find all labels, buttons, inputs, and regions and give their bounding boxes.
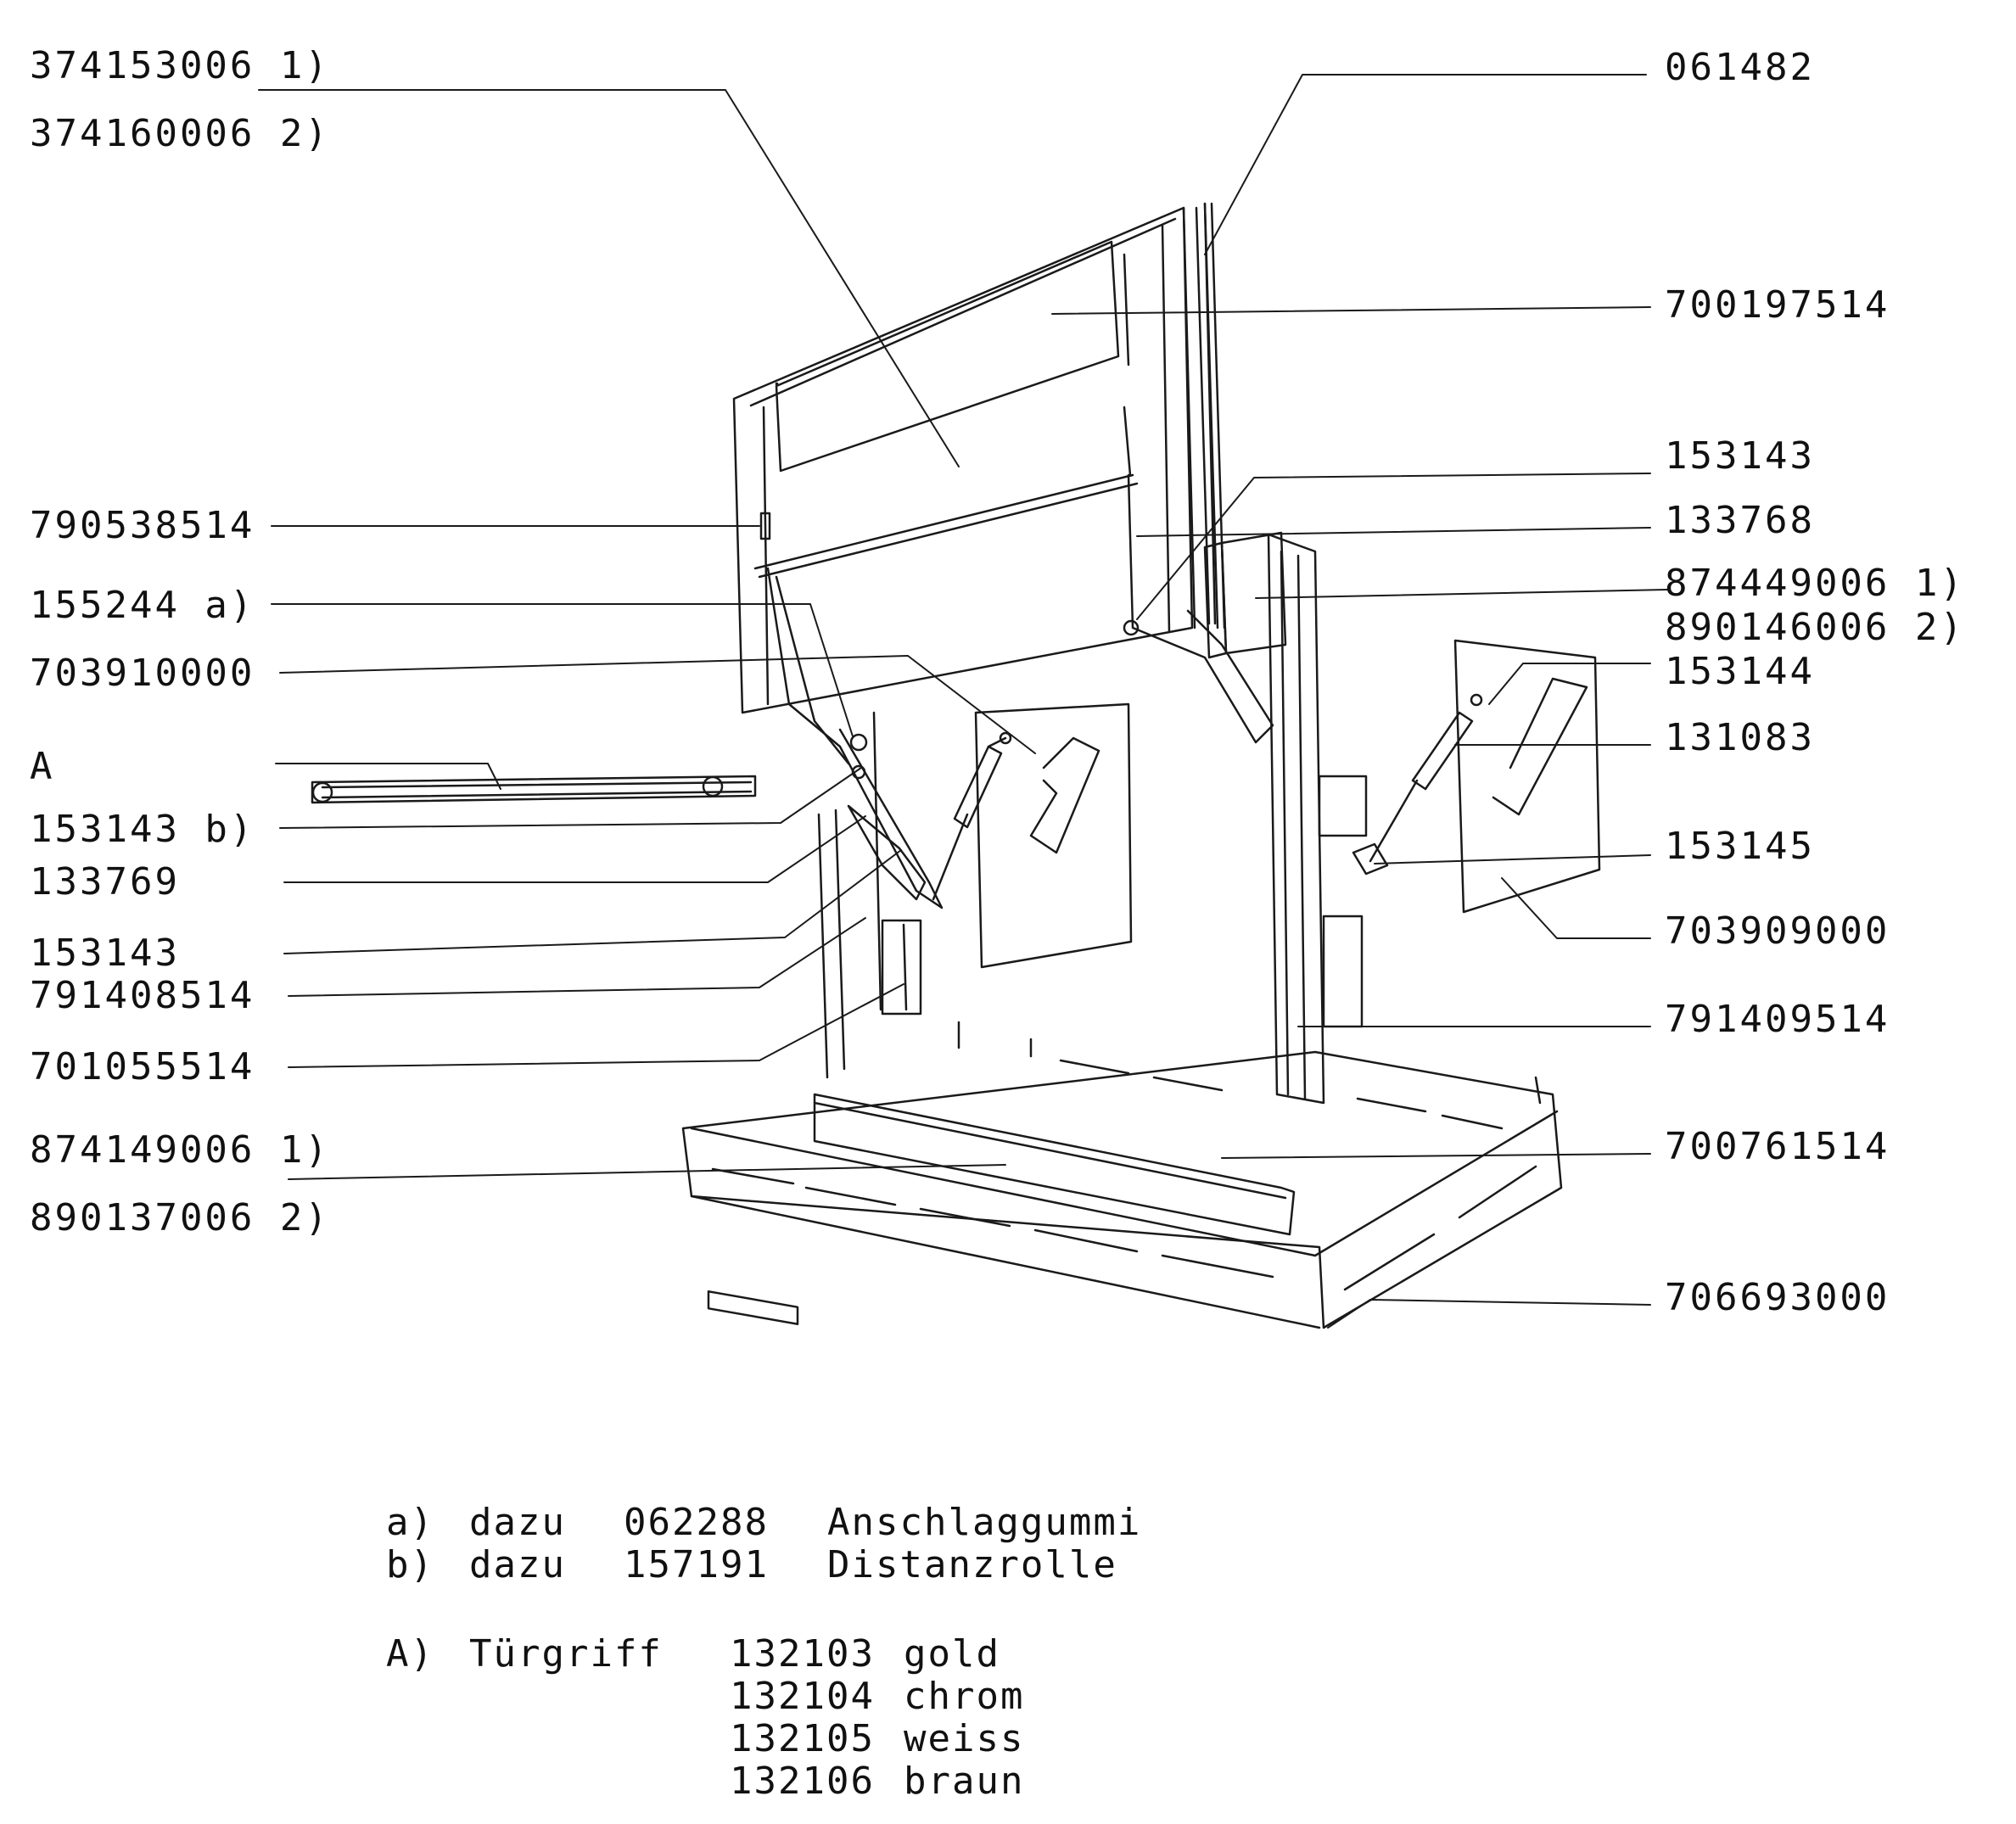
handle-variant-num: 132105 bbox=[730, 1717, 875, 1760]
label-061482: 061482 bbox=[1665, 46, 1815, 89]
decor-panel-left bbox=[974, 702, 1133, 969]
handle-variant-num: 132106 bbox=[730, 1760, 875, 1803]
leader-061482 bbox=[1204, 74, 1647, 255]
leader-700761514 bbox=[1221, 1153, 1651, 1159]
label-133769: 133769 bbox=[30, 860, 180, 904]
leader-703909000 bbox=[1501, 877, 1651, 939]
leader-791408514 bbox=[288, 917, 866, 997]
label-874449006: 874449006 1) bbox=[1665, 562, 1965, 605]
label-706693000: 706693000 bbox=[1665, 1276, 1890, 1319]
leader-lines-left bbox=[258, 89, 1036, 1180]
decor-panel-right bbox=[1453, 639, 1601, 914]
note-a-word: dazu bbox=[469, 1501, 566, 1544]
handle-variant-num: 132104 bbox=[730, 1675, 875, 1718]
label-790538514: 790538514 bbox=[30, 504, 255, 547]
leader-153144 bbox=[1488, 663, 1651, 705]
leader-153143b bbox=[279, 767, 862, 829]
left-side-rail bbox=[817, 711, 922, 1079]
label-700761514: 700761514 bbox=[1665, 1125, 1890, 1168]
label-874153006: 374153006 1) bbox=[30, 44, 330, 87]
label-791409514: 791409514 bbox=[1665, 998, 1890, 1041]
note-a-num: 062288 bbox=[624, 1501, 769, 1544]
label-890137006: 890137006 2) bbox=[30, 1196, 330, 1239]
label-701055514: 701055514 bbox=[30, 1045, 255, 1088]
leader-155244 bbox=[271, 603, 854, 737]
hinge-arm-right bbox=[1123, 473, 1287, 744]
label-153143b: 153143 b) bbox=[30, 808, 255, 851]
note-b-desc: Distanzrolle bbox=[827, 1543, 1117, 1586]
leader-153143r bbox=[1136, 473, 1651, 620]
note-b-key: b) bbox=[386, 1543, 434, 1586]
label-874149006: 874149006 1) bbox=[30, 1128, 330, 1172]
base-frame bbox=[681, 1021, 1563, 1329]
handle-variant-color: chrom bbox=[904, 1675, 1025, 1718]
leader-701055514 bbox=[288, 983, 904, 1068]
right-side-rail bbox=[1267, 533, 1368, 1105]
gas-strut-left bbox=[932, 731, 1012, 901]
note-handle-word: Türgriff bbox=[469, 1632, 663, 1676]
label-890146006: 890146006 2) bbox=[1665, 606, 1965, 649]
handle-variant-color: weiss bbox=[904, 1717, 1025, 1760]
leader-703910000 bbox=[279, 655, 1036, 754]
label-A: A bbox=[30, 745, 55, 788]
note-b-word: dazu bbox=[469, 1543, 566, 1586]
gas-strut-right bbox=[1352, 693, 1483, 876]
label-133768: 133768 bbox=[1665, 499, 1815, 542]
label-703909000: 703909000 bbox=[1665, 909, 1890, 953]
leader-706693000 bbox=[1327, 1299, 1651, 1329]
hinge-arm-left bbox=[766, 567, 944, 909]
label-153143c: 153143 bbox=[30, 932, 180, 975]
label-703910000: 703910000 bbox=[30, 652, 255, 695]
leader-lines-right bbox=[1051, 74, 1668, 1329]
note-b-num: 157191 bbox=[624, 1543, 769, 1586]
handle-variant-num: 132103 bbox=[730, 1632, 875, 1676]
note-a-desc: Anschlaggummi bbox=[827, 1501, 1142, 1544]
label-153145: 153145 bbox=[1665, 825, 1815, 868]
leader-700197514 bbox=[1051, 306, 1651, 315]
label-791408514: 791408514 bbox=[30, 974, 255, 1017]
leader-874449006 bbox=[1255, 589, 1668, 599]
label-700197514: 700197514 bbox=[1665, 283, 1890, 327]
label-155244: 155244 a) bbox=[30, 584, 255, 627]
leader-874149006 bbox=[288, 1164, 1006, 1180]
leader-153145 bbox=[1374, 854, 1651, 864]
door-panel bbox=[732, 202, 1217, 714]
leader-153143c bbox=[283, 849, 902, 954]
door-handle bbox=[311, 775, 757, 804]
label-153144: 153144 bbox=[1665, 650, 1815, 693]
handle-variant-color: braun bbox=[904, 1760, 1025, 1803]
label-153143r: 153143 bbox=[1665, 434, 1815, 478]
label-874160006: 374160006 2) bbox=[30, 112, 330, 155]
base-cutouts bbox=[707, 1290, 799, 1326]
label-131083: 131083 bbox=[1665, 716, 1815, 759]
note-handle-key: A) bbox=[386, 1632, 434, 1676]
note-a-key: a) bbox=[386, 1501, 434, 1544]
leader-133769 bbox=[283, 815, 866, 883]
leader-874153006 bbox=[258, 89, 960, 467]
handle-variant-color: gold bbox=[904, 1632, 1000, 1676]
